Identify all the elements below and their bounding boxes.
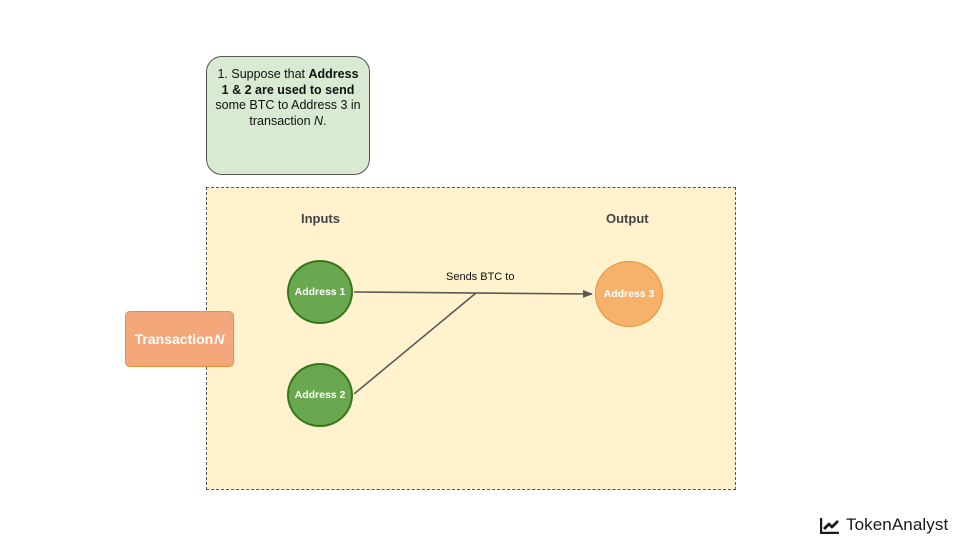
transaction-label-italic: N (214, 331, 225, 347)
chart-line-icon (820, 518, 839, 534)
tokenanalyst-logo: TokenAnalyst (820, 515, 948, 535)
address-3-label: Address 3 (603, 288, 655, 300)
transaction-label-text: Transaction (134, 331, 214, 347)
address-1-label: Address 1 (294, 286, 346, 298)
address-1-node: Address 1 (287, 260, 353, 324)
edge-address1-to-address3 (353, 289, 593, 298)
address-2-label: Address 2 (294, 389, 346, 401)
output-label: Output (606, 211, 649, 226)
note-prefix: 1. Suppose that (217, 67, 309, 81)
edge-address2-to-merge (353, 292, 477, 395)
note-italic: N (314, 113, 324, 128)
logo-text: TokenAnalyst (846, 515, 949, 534)
address-2-node: Address 2 (287, 363, 353, 427)
transaction-area (206, 187, 736, 490)
edge-label: Sends BTC to (446, 271, 515, 283)
transaction-label: Transaction N (125, 311, 234, 367)
explanation-note: 1. Suppose that Address 1 & 2 are used t… (206, 56, 370, 175)
address-3-node: Address 3 (595, 261, 663, 327)
note-middle: some BTC to Address 3 in transaction (215, 98, 361, 128)
note-bold: Address 1 & 2 are used to send (221, 67, 359, 97)
inputs-label: Inputs (301, 211, 340, 226)
note-suffix: . (323, 113, 327, 128)
